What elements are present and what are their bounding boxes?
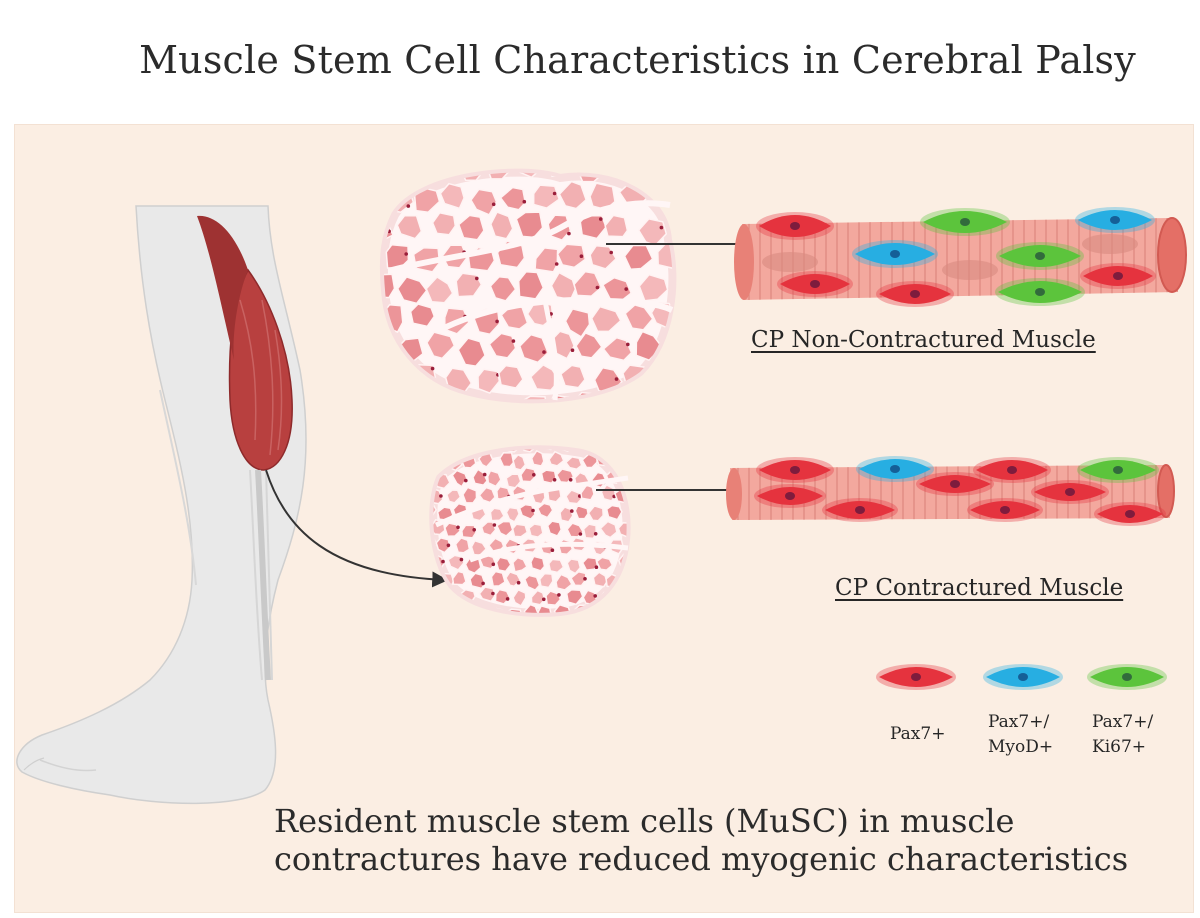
caption: Resident muscle stem cells (MuSC) in mus… [274,802,1129,878]
page-title: Muscle Stem Cell Characteristics in Cere… [139,38,1136,82]
calf-muscle [197,215,293,681]
non-contractured-cross-section [379,168,677,404]
leg-to-tissue-arrow [265,469,449,588]
legend-label-pax7: Pax7+ [890,724,946,744]
legend [876,664,1167,690]
contractured-cross-section [429,445,631,617]
legend-label-pax7-ki67: Pax7+/ Ki67+ [1092,712,1154,757]
non-contractured-fiber [734,207,1187,307]
non-contractured-label: CP Non-Contractured Muscle [751,327,1096,353]
contractured-label: CP Contractured Muscle [835,575,1124,601]
legend-label-pax7-myod: Pax7+/ MyoD+ [988,712,1054,757]
contractured-fiber [726,456,1175,526]
